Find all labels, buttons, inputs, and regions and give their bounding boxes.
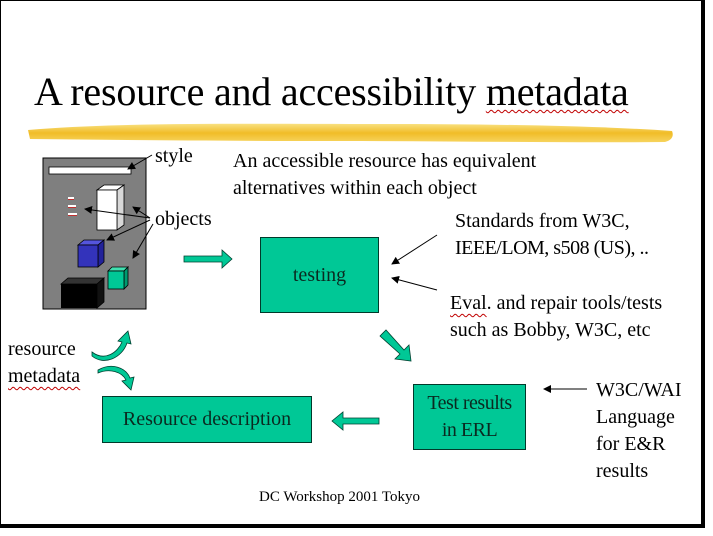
blue-cube-object — [76, 239, 106, 268]
testing-box: testing — [260, 237, 379, 313]
black-box-object — [59, 277, 106, 309]
standards-text-line1: Standards from W3C, — [455, 210, 630, 232]
standards-text-line2: IEEE/LOM, s508 (US), .. — [455, 237, 649, 259]
objects-pointer-arrow-4 — [132, 223, 154, 259]
teal-cube-object — [107, 266, 129, 290]
style-bar — [48, 166, 132, 175]
white-cube-object — [95, 184, 126, 231]
text-object-icon — [68, 197, 77, 216]
objects-label: objects — [155, 208, 212, 230]
tools-text-line1: Eval. and repair tools/tests — [450, 292, 663, 314]
left-block-arrow-icon — [331, 411, 380, 431]
erl-note-line2: Language — [596, 406, 675, 428]
tools-text-line2: such as Bobby, W3C, etc — [450, 319, 651, 341]
resource-metadata-label-line1: resource — [8, 338, 76, 360]
objects-pointer-arrow-1 — [84, 205, 151, 219]
style-pointer-arrow — [127, 154, 153, 170]
title-underline-brushstroke — [28, 123, 673, 143]
test-results-box: Test results in ERL — [413, 384, 526, 450]
resource-metadata-label-line2: metadata — [8, 365, 81, 387]
document-page-illustration — [42, 157, 147, 310]
title-misspelled-word: metadata — [485, 69, 629, 114]
erl-note-line3: for E&R — [596, 433, 666, 455]
tools-pointer-arrow — [391, 275, 438, 291]
resource-description-box: Resource description — [102, 396, 312, 443]
objects-pointer-arrow-3 — [106, 219, 151, 241]
down-right-block-arrow-icon — [379, 329, 412, 362]
slide-title: A resource and accessibility metadata — [34, 69, 629, 114]
slide-footer: DC Workshop 2001 Tokyo — [259, 489, 420, 505]
right-block-arrow-icon — [183, 249, 233, 269]
curved-down-arrow-icon — [97, 365, 135, 391]
erl-note-line4: results — [596, 460, 649, 482]
curved-up-arrow-icon — [91, 330, 132, 361]
intro-text-line2: alternatives within each object — [233, 177, 477, 199]
objects-pointer-arrow-2 — [132, 206, 151, 219]
standards-pointer-arrow — [391, 234, 438, 265]
erl-note-line1: W3C/WAI — [596, 379, 682, 401]
style-label: style — [155, 145, 193, 167]
intro-text-line1: An accessible resource has equivalent — [233, 150, 537, 172]
